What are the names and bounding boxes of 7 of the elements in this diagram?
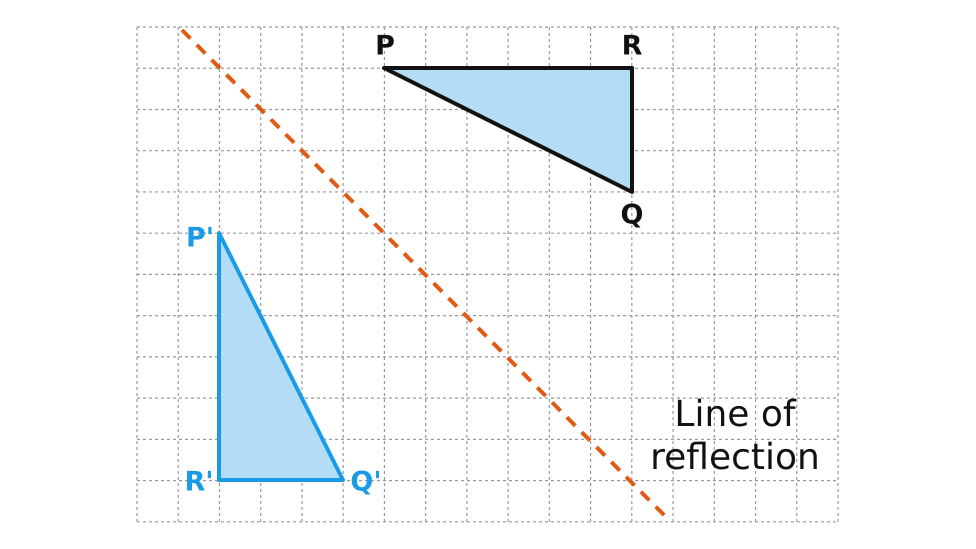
vertex-label: P' (186, 224, 214, 252)
vertex-label: R' (184, 468, 214, 496)
line-label: Line of reflection (649, 392, 821, 480)
vertex-label: Q (620, 202, 644, 228)
vertex-label: Q' (350, 468, 382, 496)
vertex-label: P (375, 32, 395, 60)
vertex-label: R (622, 32, 642, 60)
